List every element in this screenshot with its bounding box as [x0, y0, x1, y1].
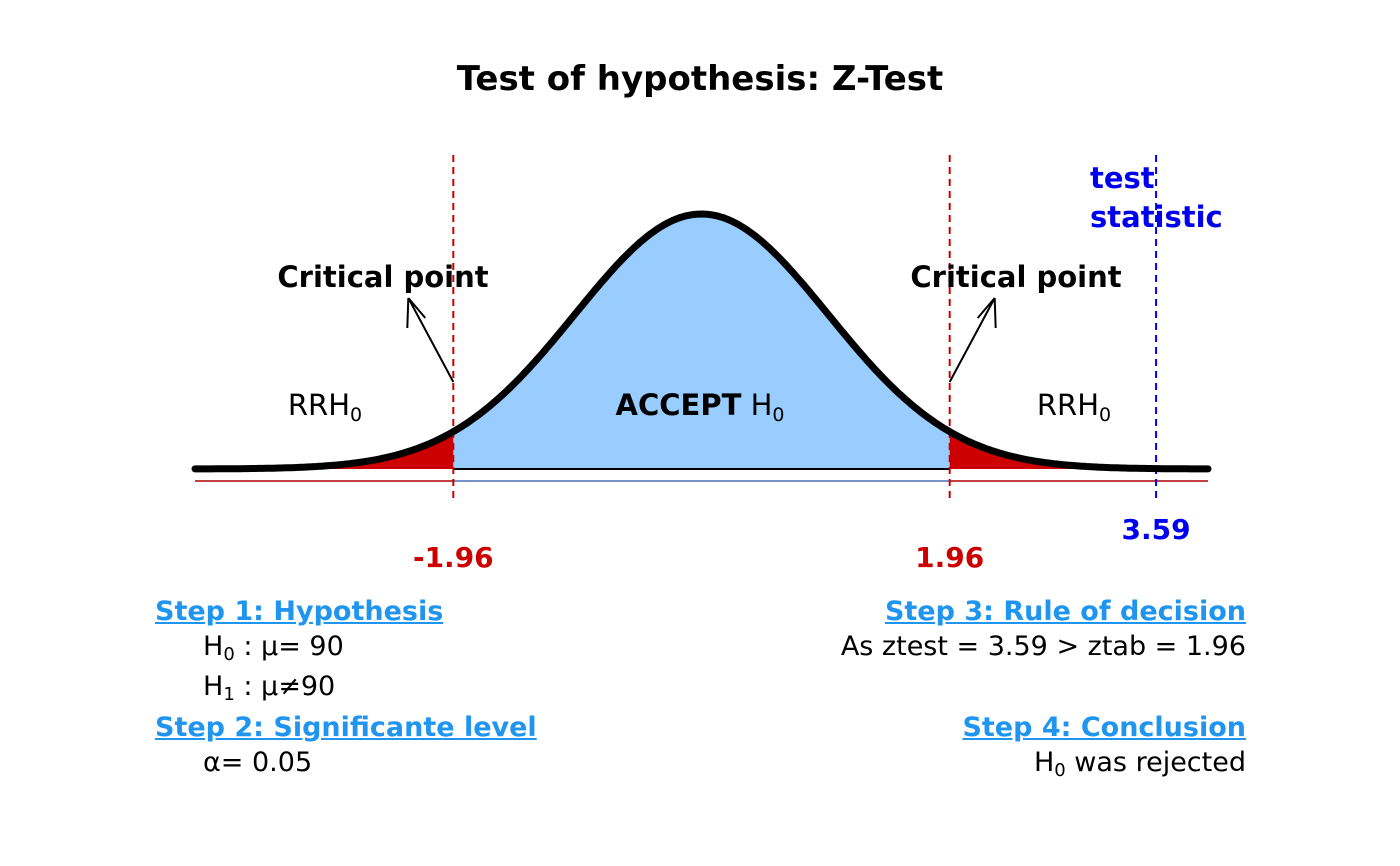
accept-region-area — [453, 214, 950, 469]
normal-curve — [191, 210, 1212, 473]
z-test-chart: Test of hypothesis: Z-Test Critical poin… — [191, 59, 1223, 574]
alpha-value: α= 0.05 — [203, 747, 313, 778]
decision-rule: As ztest = 3.59 > ztab = 1.96 — [840, 631, 1246, 662]
test-statistic-label-line1: test — [1090, 161, 1155, 195]
critical-point-arrow-left — [406, 297, 455, 383]
step-3-block: Step 3: Rule of decision As ztest = 3.59… — [841, 596, 1246, 663]
critical-point-arrow-right — [948, 297, 997, 383]
test-statistic-label-line2: statistic — [1090, 200, 1223, 234]
critical-value-left-label: -1.96 — [413, 541, 494, 574]
rejection-region-right-label: RRH0 — [1037, 388, 1111, 426]
h0-hypothesis: H0 : μ= 90 — [203, 631, 344, 665]
conclusion: H0 was rejected — [1033, 747, 1246, 781]
critical-value-right-label: 1.96 — [915, 541, 984, 574]
critical-point-label-left: Critical point — [277, 260, 488, 294]
h1-hypothesis: H1 : μ≠90 — [203, 671, 336, 705]
step-1-block: Step 1: Hypothesis H0 : μ= 90 H1 : μ≠90 — [155, 596, 443, 711]
step-2-block: Step 2: Significante level α= 0.05 — [155, 712, 537, 779]
step-2-title: Step 2: Significante level — [155, 712, 537, 743]
chart-title: Test of hypothesis: Z-Test — [457, 59, 944, 99]
step-1-title: Step 1: Hypothesis — [155, 596, 444, 627]
step-4-title: Step 4: Conclusion — [962, 712, 1246, 743]
accept-region-label: ACCEPT H0 — [616, 388, 785, 426]
test-statistic-value: 3.59 — [1122, 513, 1191, 546]
critical-point-label-right: Critical point — [910, 260, 1121, 294]
rejection-region-left-label: RRH0 — [288, 388, 362, 426]
step-4-block: Step 4: Conclusion H0 was rejected — [962, 712, 1246, 787]
step-3-title: Step 3: Rule of decision — [884, 596, 1246, 627]
